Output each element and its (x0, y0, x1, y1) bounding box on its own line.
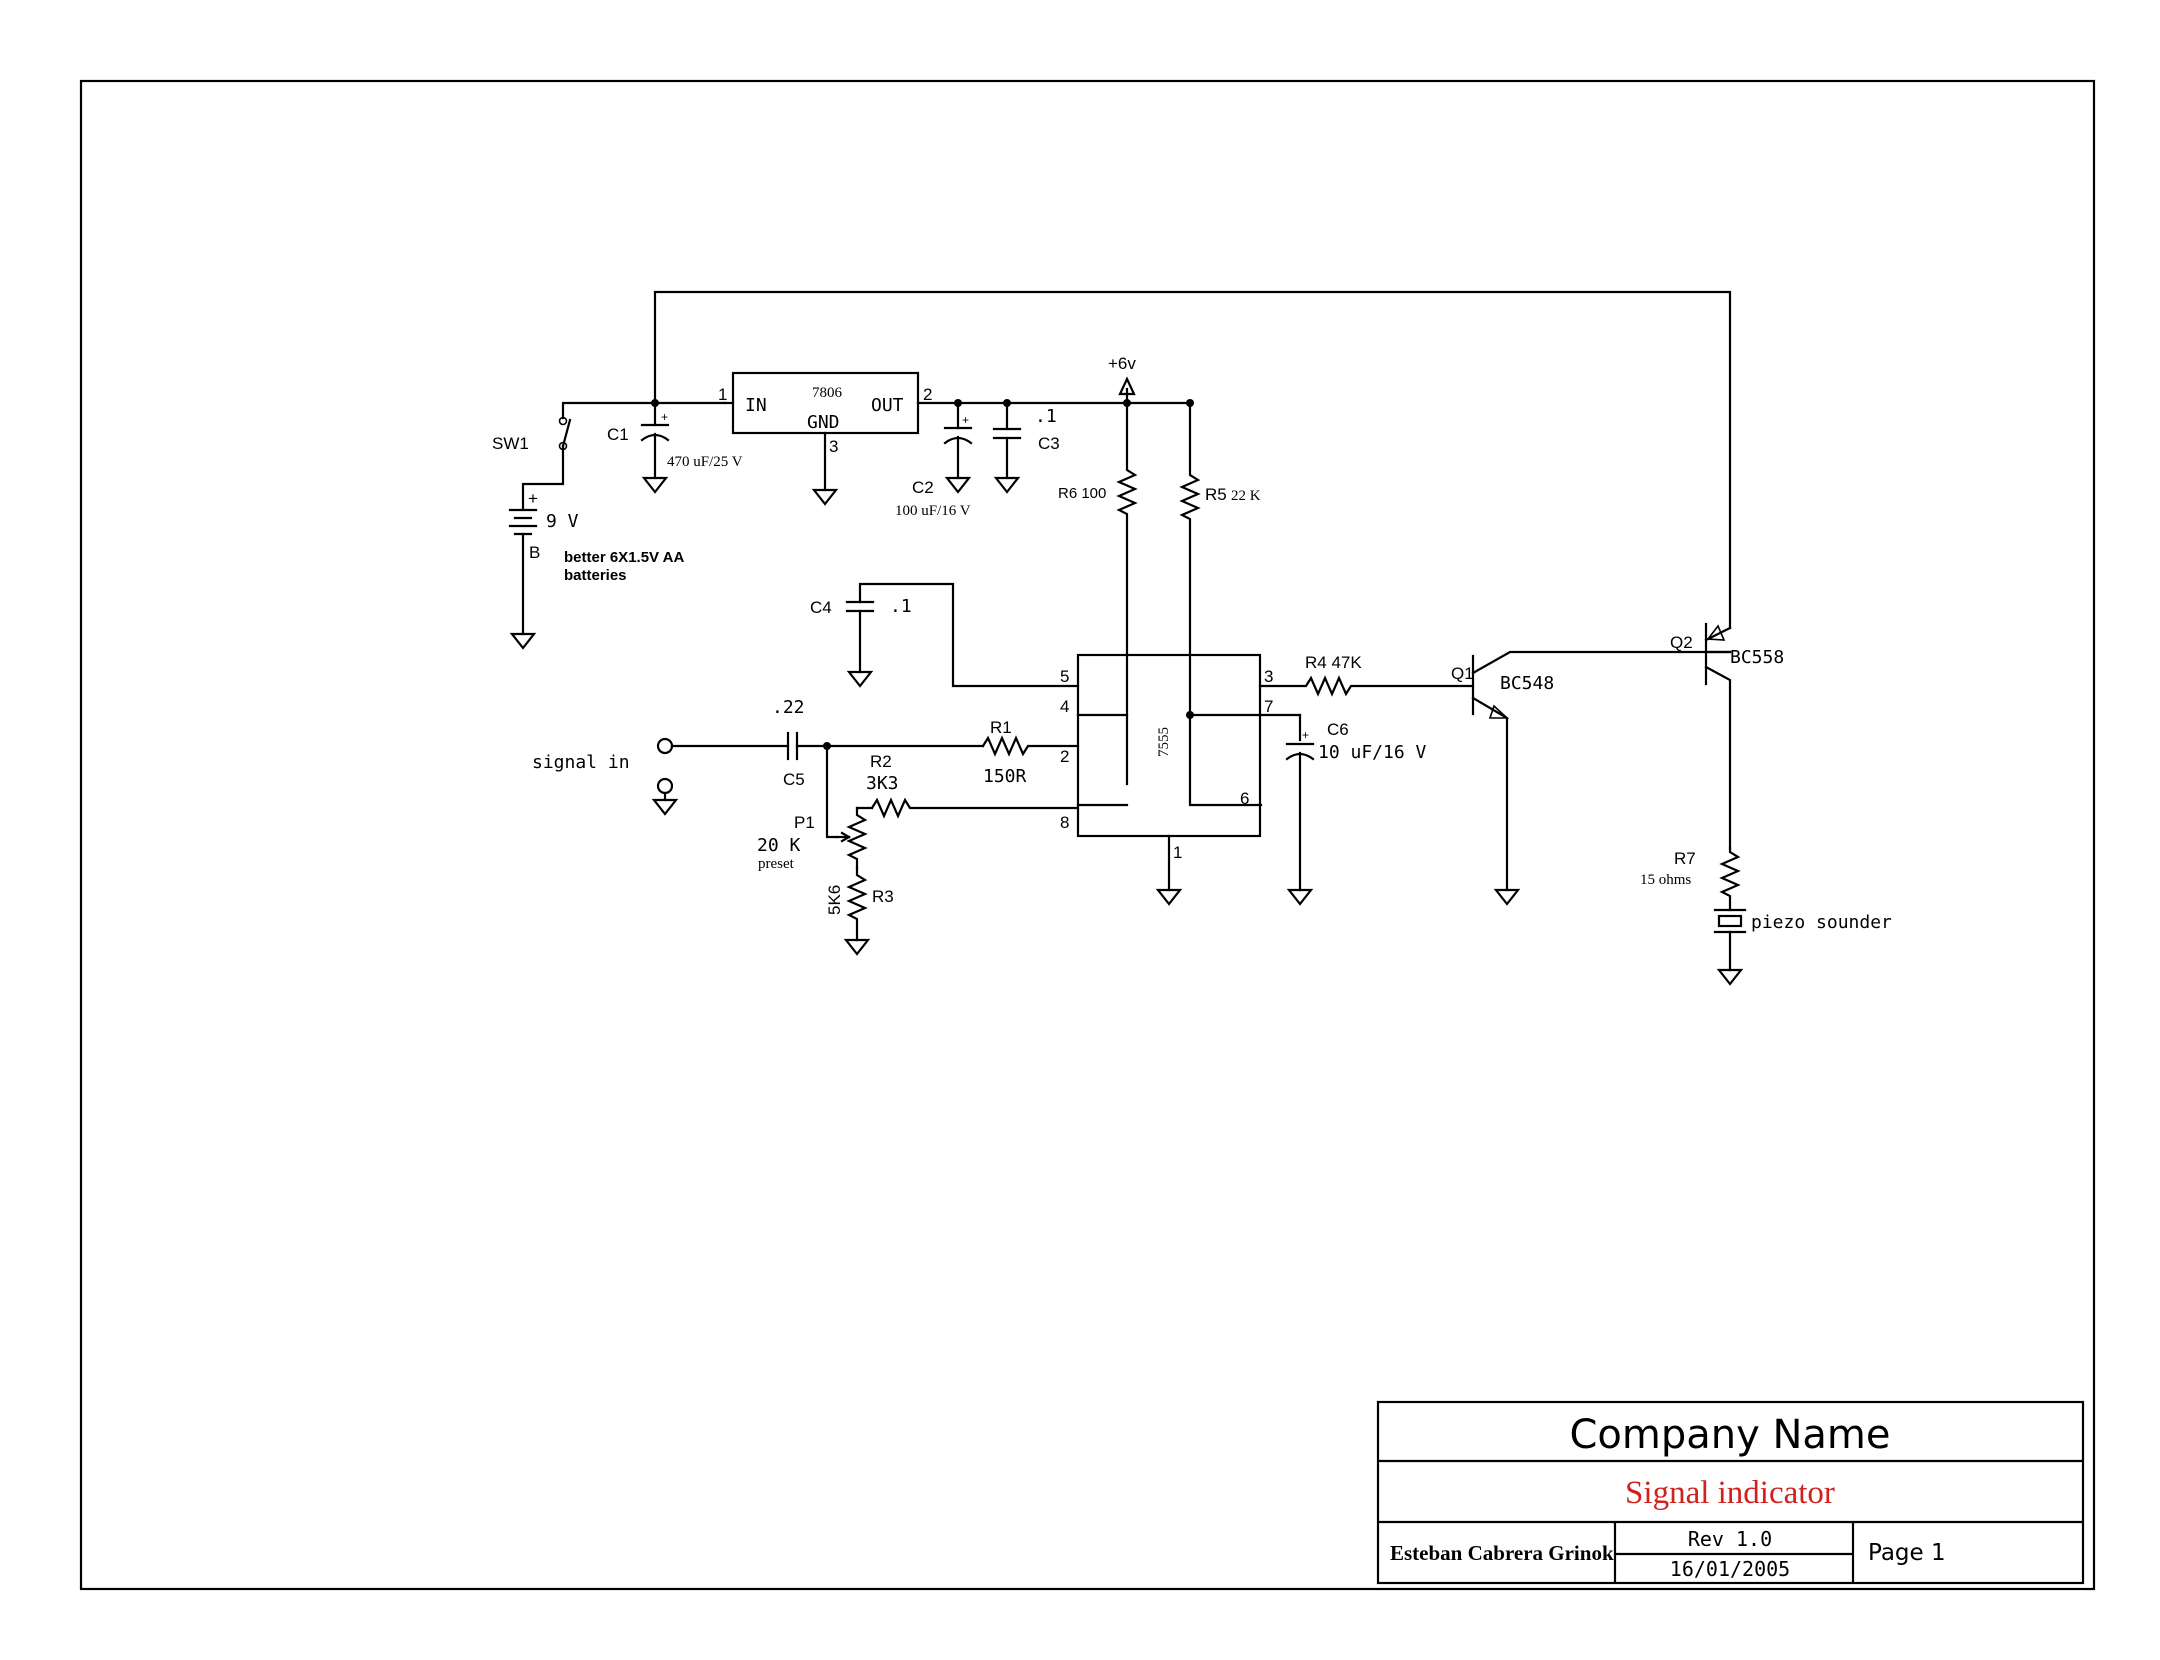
label-r4: R4 47K (1305, 653, 1362, 672)
label-battery-volts: 9 V (546, 511, 579, 532)
label-c2-value: 100 uF/16 V (895, 503, 971, 519)
label-c6-plus: + (1302, 728, 1309, 742)
resistor-r6: R6 100 (1058, 401, 1138, 786)
label-c5-value: .22 (772, 697, 805, 718)
label-p1: P1 (794, 813, 815, 832)
signal-input[interactable]: signal in (532, 737, 679, 816)
signal-in-terminal[interactable] (656, 737, 674, 755)
label-c1: C1 (607, 425, 629, 444)
label-ic-pin5: 5 (1060, 667, 1069, 686)
resistor-r2: R2 3K3 (825, 744, 1080, 839)
resistor-r3: R3 5K6 (825, 866, 894, 956)
capacitor-c3: .1 C3 (992, 399, 1060, 494)
label-ic-pin1: 1 (1173, 843, 1182, 862)
label-reg-part: 7806 (812, 385, 843, 401)
label-signal-in: signal in (532, 752, 630, 773)
label-r1: R1 (990, 718, 1012, 737)
label-battery-plus: + (528, 489, 538, 508)
piezo-sounder: piezo sounder (1713, 908, 1892, 986)
label-ic-part: 7555 (1156, 727, 1172, 757)
capacitor-c4: C4 .1 (810, 582, 1080, 688)
resistor-r7: R7 15 ohms (1640, 846, 1741, 912)
label-ic-pin7: 7 (1264, 697, 1273, 716)
title-block-author: Esteban Cabrera Grinok (1390, 1541, 1614, 1565)
label-ic-pin8: 8 (1060, 813, 1069, 832)
label-battery-note-2: batteries (564, 567, 627, 584)
capacitor-c1: + C1 470 uF/25 V (607, 399, 743, 494)
capacitor-c6: + C6 10 uF/16 V (1258, 713, 1427, 906)
transistor-q1: Q1 BC548 (1451, 650, 1732, 906)
capacitor-c2: + C2 100 uF/16 V (895, 399, 973, 519)
label-r2: R2 (870, 752, 892, 771)
svg-text:+: + (661, 410, 668, 424)
label-q2-part: BC558 (1730, 647, 1784, 668)
transistor-q2: Q2 BC558 (1670, 622, 1784, 850)
label-battery-ref: B (529, 543, 540, 562)
label-r5: R5 (1205, 485, 1227, 504)
label-r6: R6 100 (1058, 485, 1106, 502)
title-block-company: Company Name (1569, 1412, 1890, 1458)
title-block-revision: Rev 1.0 (1688, 1527, 1772, 1551)
label-c3-value: .1 (1035, 406, 1057, 427)
label-r2-value: 3K3 (866, 773, 899, 794)
label-c4: C4 (810, 598, 832, 617)
resistor-r1: R1 150R (981, 718, 1080, 787)
drawing-frame (79, 79, 2096, 1591)
label-r1-value: 150R (983, 766, 1027, 787)
title-block-date: 16/01/2005 (1670, 1557, 1790, 1581)
title-block: Company Name Signal indicator Esteban Ca… (1376, 1400, 2085, 1585)
label-r3: R3 (872, 887, 894, 906)
label-c2: C2 (912, 478, 934, 497)
label-c5: C5 (783, 770, 805, 789)
label-reg-in: IN (745, 395, 767, 416)
ground-symbol-battery (509, 632, 537, 650)
potentiometer-p1[interactable]: P1 20 K preset (757, 806, 868, 872)
label-ic-pin2: 2 (1060, 747, 1069, 766)
label-reg-pin2: 2 (923, 385, 932, 404)
regulator-7806: 7806 IN GND OUT 1 2 3 (718, 371, 1192, 506)
label-q2: Q2 (1670, 633, 1693, 652)
supply-rail-6v: +6v (1108, 354, 1194, 407)
label-r7-value: 15 ohms (1640, 872, 1691, 888)
title-block-page: Page 1 (1868, 1540, 1946, 1566)
label-reg-pin1: 1 (718, 385, 727, 404)
label-c1-value: 470 uF/25 V (667, 454, 743, 470)
label-p1-value: 20 K (757, 835, 801, 856)
label-q1-part: BC548 (1500, 673, 1554, 694)
label-ic-pin4: 4 (1060, 697, 1069, 716)
resistor-r4: R4 47K (1258, 653, 1475, 697)
label-reg-gnd: GND (807, 412, 840, 433)
label-r7: R7 (1674, 849, 1696, 868)
label-r3-value: 5K6 (825, 885, 844, 915)
label-sw1: SW1 (492, 434, 529, 453)
title-block-title: Signal indicator (1625, 1475, 1835, 1511)
resistor-r5: R5 22 K (1179, 401, 1263, 807)
label-supply-6v: +6v (1108, 354, 1136, 373)
label-p1-note: preset (758, 856, 795, 872)
label-r5-value: 22 K (1231, 488, 1261, 504)
battery-switch-section: SW1 + 9 V B better 6X1.5V AA batteries (492, 290, 1732, 650)
label-ic-pin6: 6 (1240, 789, 1249, 808)
label-c4-value: .1 (890, 596, 912, 617)
label-piezo: piezo sounder (1751, 912, 1892, 933)
label-reg-out: OUT (871, 395, 904, 416)
ic-7555: 7555 5 4 2 8 3 7 6 1 (1060, 653, 1273, 906)
label-q1: Q1 (1451, 664, 1474, 683)
label-reg-pin3: 3 (829, 437, 838, 456)
label-battery-note-1: better 6X1.5V AA (564, 549, 684, 566)
label-c3: C3 (1038, 434, 1060, 453)
svg-text:+: + (962, 413, 969, 427)
label-c6: C6 (1327, 720, 1349, 739)
label-ic-pin3: 3 (1264, 667, 1273, 686)
label-c6-value: 10 uF/16 V (1318, 742, 1427, 763)
